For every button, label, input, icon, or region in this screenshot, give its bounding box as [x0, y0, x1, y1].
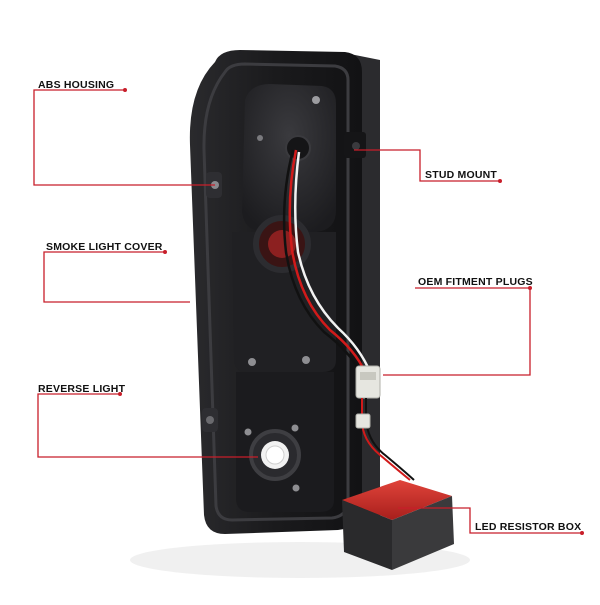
- leader-abs-housing: [33, 89, 215, 186]
- label-stud-mount: STUD MOUNT: [425, 169, 497, 181]
- leader-dot: [163, 250, 167, 254]
- wire-white: [293, 151, 372, 373]
- leader-dot: [528, 286, 532, 290]
- screw: [257, 135, 263, 141]
- leader-dot: [580, 531, 584, 535]
- label-smoke-light-cover: SMOKE LIGHT COVER: [46, 241, 163, 253]
- leader-oem-fitment-plugs: [383, 287, 531, 376]
- leader-dot: [498, 179, 502, 183]
- upper-cavity: [242, 84, 336, 232]
- leader-stud-mount: [354, 149, 500, 182]
- label-abs-housing: ABS HOUSING: [38, 79, 115, 91]
- screw: [248, 358, 256, 366]
- leader-dot: [123, 88, 127, 92]
- leader-lines: [33, 89, 582, 534]
- leader-dot: [118, 392, 122, 396]
- resistor-box-right: [392, 496, 454, 570]
- screw: [312, 96, 320, 104]
- screw: [302, 356, 310, 364]
- housing-rim: [202, 62, 350, 522]
- inline-connector: [355, 413, 371, 429]
- label-led-resistor-box: LED RESISTOR BOX: [475, 521, 582, 533]
- leader-smoke-light-cover: [43, 251, 190, 303]
- wire-red: [288, 149, 367, 373]
- reverse-light-bulb: [265, 445, 285, 465]
- label-oem-fitment-plugs: OEM FITMENT PLUGS: [418, 276, 533, 288]
- leader-dots: [118, 88, 584, 535]
- resistor-wire-red: [360, 397, 411, 481]
- stud-mount-hole: [352, 142, 360, 150]
- screw-lower-left: [206, 416, 214, 424]
- leader-reverse-light: [37, 393, 258, 458]
- middle-cavity: [232, 232, 336, 372]
- screw: [292, 484, 300, 492]
- resistor-wire-black: [365, 398, 415, 481]
- screw: [291, 424, 299, 432]
- wire-black: [282, 149, 362, 373]
- oem-plug-latch: [360, 372, 376, 380]
- label-reverse-light: REVERSE LIGHT: [38, 383, 126, 395]
- resistor-box-top: [342, 480, 452, 520]
- brake-light-lens: [268, 230, 296, 258]
- resistor-box-left: [342, 500, 392, 570]
- screw: [244, 428, 252, 436]
- leader-led-resistor-box: [398, 507, 582, 534]
- oem-plug: [355, 365, 381, 399]
